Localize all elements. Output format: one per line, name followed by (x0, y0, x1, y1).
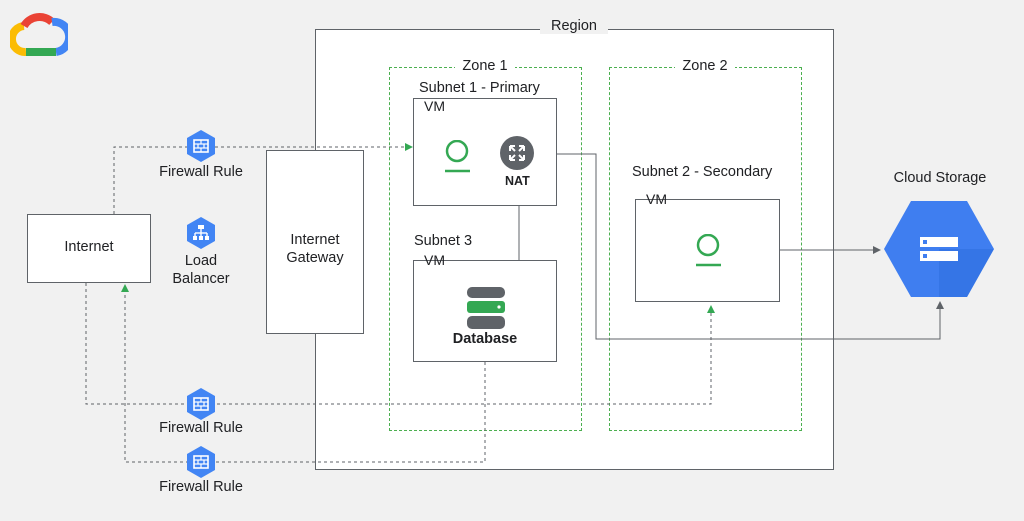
subnet-3-vm-label: VM (424, 252, 445, 268)
vm-instance-icon (445, 140, 470, 173)
internet-gateway-label-line2: Gateway (286, 250, 344, 266)
zone-1-label: Zone 1 (455, 58, 515, 74)
subnet-3-label: Subnet 3 (414, 233, 473, 249)
firewall-icon (187, 130, 215, 162)
firewall-rule-label-2: Firewall Rule (159, 420, 243, 436)
load-balancer-label-line2: Balancer (172, 271, 230, 287)
subnet-1-vm-label: VM (424, 98, 445, 114)
cloud-storage-label: Cloud Storage (893, 170, 987, 186)
subnet-1-vm-box (413, 98, 557, 206)
firewall-path-top (113, 143, 413, 214)
firewall-path-middle (85, 283, 715, 405)
internet-gateway-box (266, 150, 364, 334)
firewall-icon (187, 446, 215, 478)
firewall-icon (187, 388, 215, 420)
firewall-rule-label-1: Firewall Rule (159, 164, 243, 180)
database-label: Database (452, 331, 518, 347)
load-balancer-icon (187, 217, 215, 249)
firewall-path-bottom (121, 284, 486, 463)
nat-label: NAT (505, 174, 530, 188)
firewall-rule-label-3: Firewall Rule (159, 479, 243, 495)
internet-gateway-label: Internet Gateway (266, 231, 364, 267)
internet-label: Internet (64, 239, 114, 255)
subnet-2-label: Subnet 2 - Secondary (632, 164, 773, 180)
subnet-2-vm-box (635, 199, 780, 302)
region-label: Region (540, 18, 608, 34)
vm1-to-storage-line (557, 153, 944, 340)
google-cloud-logo (10, 13, 68, 57)
database-icon (467, 287, 505, 329)
internet-gateway-label-line1: Internet (290, 232, 340, 248)
internet-box (27, 214, 151, 283)
subnet-1-label: Subnet 1 - Primary (419, 80, 540, 96)
load-balancer-label: Load Balancer (151, 252, 251, 288)
cloud-storage-icon (884, 201, 994, 297)
nat-icon (500, 136, 534, 170)
load-balancer-label-line1: Load (184, 253, 218, 269)
zone-2-label: Zone 2 (675, 58, 735, 74)
vm-instance-icon (696, 234, 721, 267)
subnet-2-vm-label: VM (646, 191, 667, 207)
